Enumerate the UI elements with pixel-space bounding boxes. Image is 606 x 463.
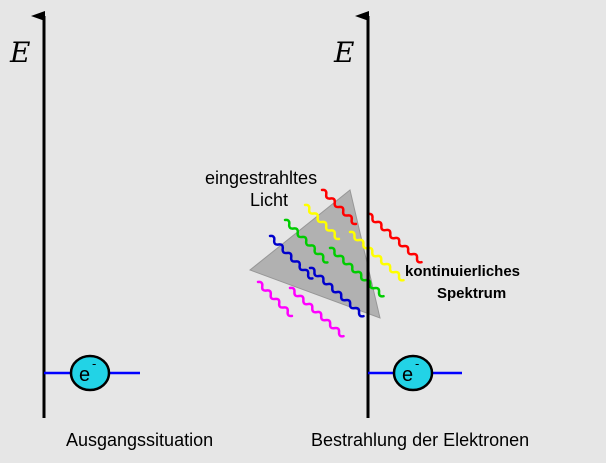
spectrum-label-line2: Spektrum <box>437 285 506 302</box>
right-axis-label: E <box>333 36 354 69</box>
incident-light-label-line1: eingestrahltes <box>205 168 317 188</box>
right-electron: e - <box>392 354 434 392</box>
spectrum-wave-green <box>328 246 385 298</box>
incident-light-waves <box>256 188 358 318</box>
left-electron-charge: - <box>92 356 96 371</box>
right-electron-symbol: e <box>402 364 413 386</box>
right-caption: Bestrahlung der Elektronen <box>311 430 529 450</box>
spectrum-wave-magenta <box>288 286 345 338</box>
incident-light-label-line2: Licht <box>250 190 288 210</box>
wave-blue <box>268 234 314 280</box>
wave-magenta <box>256 280 294 318</box>
wave-green <box>283 218 329 264</box>
left-axis-label: E <box>9 36 30 69</box>
right-electron-charge: - <box>415 356 419 371</box>
spectrum-wave-blue <box>308 266 365 318</box>
wave-red <box>320 188 358 226</box>
spectrum-waves <box>288 212 423 338</box>
right-panel: E eingestrahltes Licht kontinuierliches … <box>205 11 529 450</box>
wave-yellow <box>303 203 341 241</box>
left-electron: e - <box>69 354 111 392</box>
spectrum-label-line1: kontinuierliches <box>405 263 520 280</box>
spectrum-wave-yellow <box>348 230 405 282</box>
left-panel: E e - Ausgangssituation <box>9 11 213 450</box>
left-electron-symbol: e <box>79 364 90 386</box>
spectrum-wave-red <box>366 212 423 264</box>
left-caption: Ausgangssituation <box>66 430 213 450</box>
